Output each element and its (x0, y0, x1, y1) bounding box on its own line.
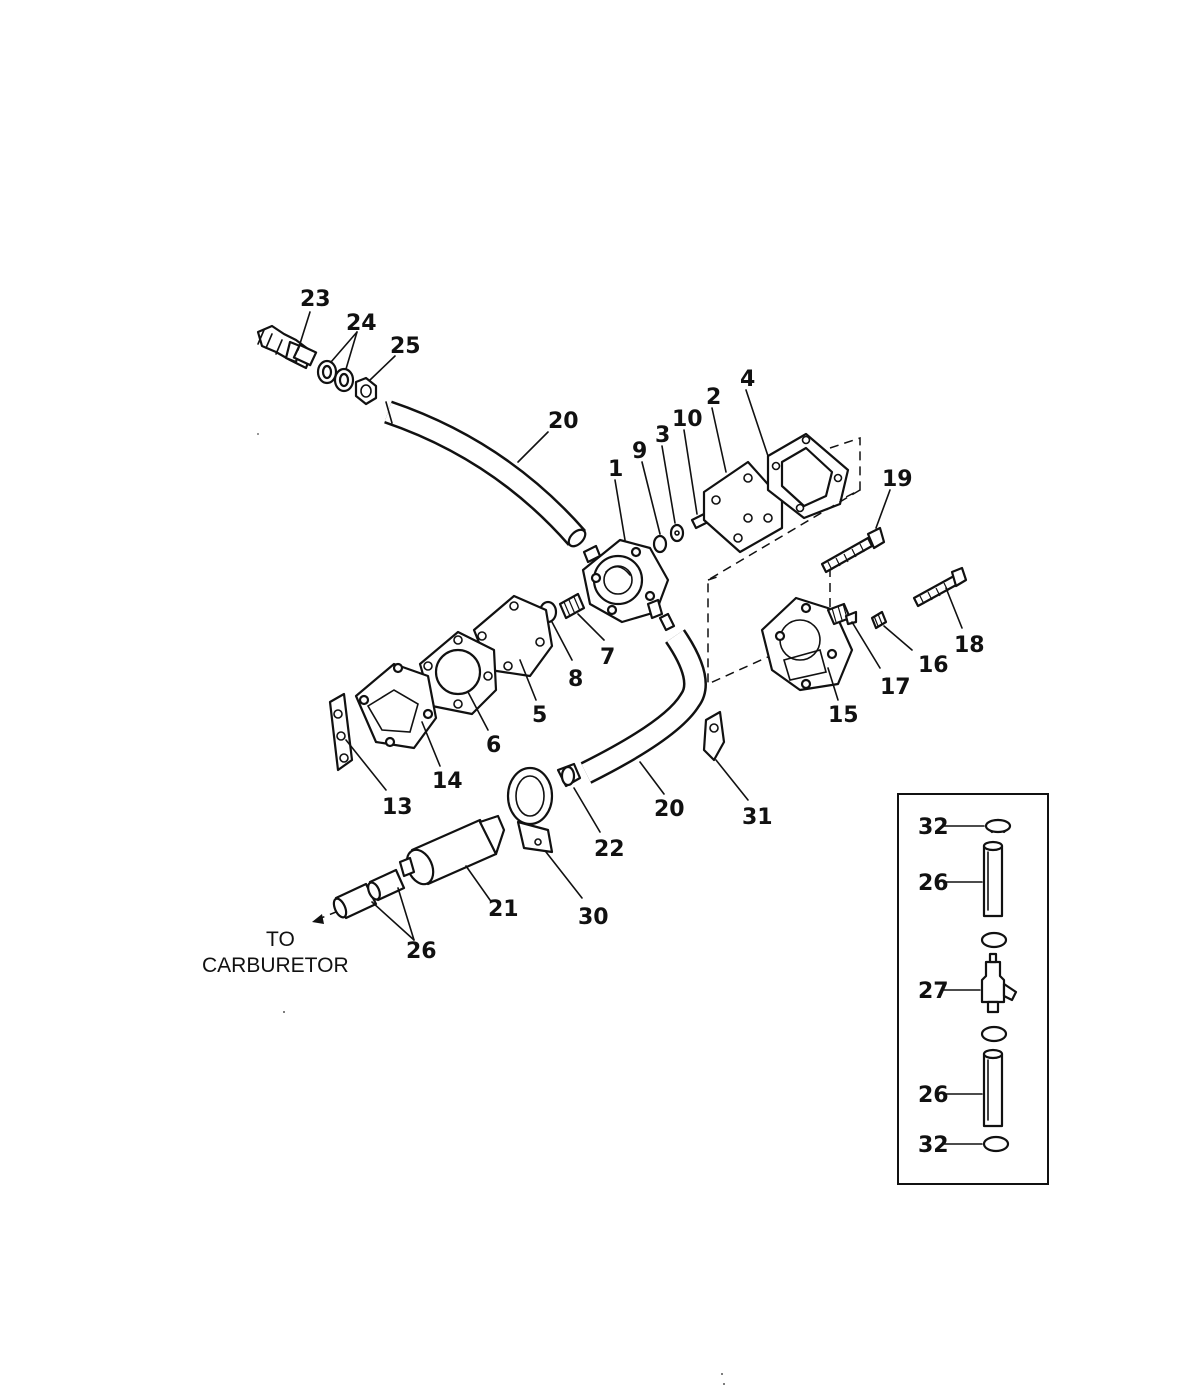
part-7-spring (558, 592, 586, 620)
part-1-fuel-pump-body (581, 538, 670, 624)
callout-31: 31 (742, 805, 773, 830)
callout-2: 2 (706, 385, 721, 410)
inset-clip-middle-upper (980, 931, 1008, 949)
part-20-fuel-hose-upper (384, 400, 587, 548)
destination-label-line2: CARBURETOR (202, 954, 349, 977)
scan-specks (257, 433, 725, 1385)
callout-16: 16 (918, 653, 949, 678)
part-3-washer (669, 523, 685, 543)
callout-7: 7 (600, 645, 615, 670)
callout-22: 22 (594, 837, 625, 862)
callout-30: 30 (578, 905, 609, 930)
inset-callout-26-bottom: 26 (918, 1083, 949, 1108)
to-carburetor-arrow (312, 911, 337, 924)
inset-part-26-hose-top (982, 840, 1004, 918)
inset-part-32-clip-bottom (982, 1135, 1010, 1153)
callout-19: 19 (882, 467, 913, 492)
part-9-washer (652, 534, 668, 554)
callout-18: 18 (954, 633, 985, 658)
callout-8: 8 (568, 667, 583, 692)
part-2-check-valve-plate (702, 460, 784, 554)
inset-detail-box: 32 26 27 (897, 793, 1049, 1185)
callout-21: 21 (488, 897, 519, 922)
callout-5: 5 (532, 703, 547, 728)
callout-9: 9 (632, 439, 647, 464)
part-20-fuel-hose-lower (580, 612, 707, 784)
inset-part-26-hose-bottom (982, 1048, 1004, 1128)
inset-callout-32-bottom: 32 (918, 1133, 949, 1158)
part-22-hose-clip (556, 762, 582, 788)
part-18-screw (912, 566, 968, 608)
inset-callout-27: 27 (918, 979, 949, 1004)
inset-callout-32-top: 32 (918, 815, 949, 840)
part-19-long-screw (820, 526, 886, 574)
callout-17: 17 (880, 675, 911, 700)
part-13-bracket (328, 692, 354, 772)
callout-20-lower: 20 (654, 797, 685, 822)
inset-part-27-tee-fitting (980, 952, 1018, 1014)
part-17-valve-spring (826, 602, 858, 626)
callout-15: 15 (828, 703, 859, 728)
destination-label-line1: TO (266, 928, 295, 951)
part-26-short-hoses (332, 868, 406, 920)
part-21-fuel-filter (398, 814, 506, 886)
part-4-gasket (766, 432, 850, 520)
part-23-hose-fitting (256, 324, 318, 370)
callout-23: 23 (300, 287, 331, 312)
alignment-dashed-lines (707, 436, 861, 686)
inset-clip-middle-lower (980, 1025, 1008, 1043)
part-15-pump-cover (760, 596, 854, 692)
callout-14: 14 (432, 769, 463, 794)
part-16-plug (870, 610, 888, 630)
callout-13: 13 (382, 795, 413, 820)
callout-26: 26 (406, 939, 437, 964)
callout-3: 3 (655, 423, 670, 448)
callout-4: 4 (740, 367, 755, 392)
part-24-washers (316, 359, 355, 393)
part-14-pump-base (354, 662, 438, 750)
callout-10: 10 (672, 407, 703, 432)
part-31-hose-clamp (702, 710, 726, 762)
callout-25: 25 (390, 334, 421, 359)
callout-6: 6 (486, 733, 501, 758)
callout-24: 24 (346, 311, 377, 336)
callout-labels: 23 24 25 20 1 9 3 10 2 4 19 18 16 17 15 … (300, 287, 985, 964)
part-6-gasket (418, 630, 498, 716)
inset-part-32-clip-top (984, 818, 1012, 834)
part-30-filter-clamp (506, 766, 554, 854)
inset-callout-26-top: 26 (918, 871, 949, 896)
part-25-nut (354, 376, 378, 406)
callout-20-upper: 20 (548, 409, 579, 434)
callout-1: 1 (608, 457, 623, 482)
